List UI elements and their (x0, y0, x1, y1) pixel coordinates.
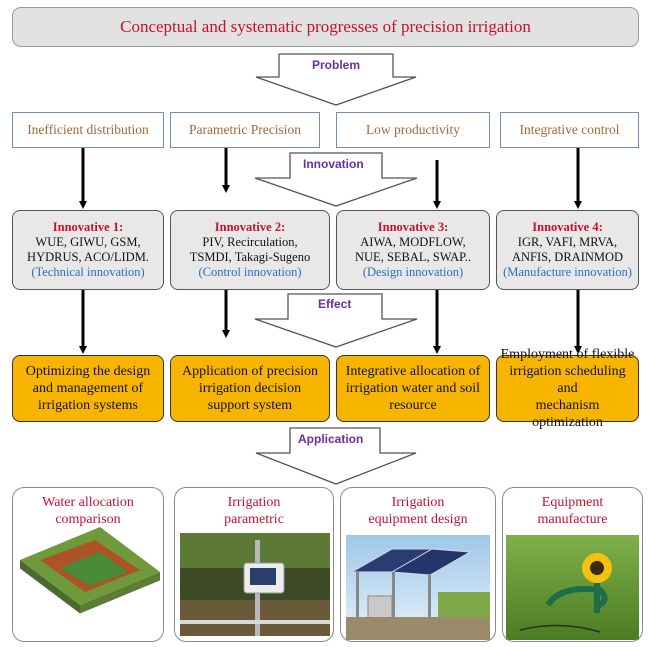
effect-line: Employment of flexible (500, 347, 635, 362)
innovation-box-3: Innovative 3: AIWA, MODFLOW, NUE, SEBAL,… (336, 210, 490, 290)
application-title-line: equipment design (368, 512, 468, 527)
application-arrow (255, 427, 417, 485)
application-label: Application (298, 432, 364, 446)
effect-box-1: Optimizing the design and management of … (12, 355, 164, 422)
innovation-box-2: Innovative 2: PIV, Recirculation, TSMDI,… (170, 210, 330, 290)
category-label: Integrative control (519, 122, 620, 137)
innovation-type: (Control innovation) (198, 265, 302, 279)
effect-line: irrigation scheduling and (509, 364, 626, 396)
innovation-label: Innovation (303, 157, 364, 171)
effect-arrow (254, 293, 418, 348)
sunflower-photo (506, 535, 639, 640)
innovation-box-4: Innovative 4: IGR, VAFI, MRVA, ANFIS, DR… (496, 210, 639, 290)
application-title-line: Equipment (541, 495, 604, 510)
innovation-type: (Technical innovation) (31, 265, 145, 279)
innovation-type: (Manufacture innovation) (503, 265, 632, 279)
innovation-methods-line: NUE, SEBAL, SWAP.. (355, 250, 471, 264)
application-title-line: Irrigation (391, 495, 445, 510)
innovation-methods-line: IGR, VAFI, MRVA, (517, 235, 618, 249)
solar-panel-photo (346, 535, 490, 640)
innovation-box-1: Innovative 1: WUE, GIWU, GSM, HYDRUS, AC… (12, 210, 164, 290)
effect-line: and management of (32, 381, 144, 396)
application-panel-4: Equipment manufacture (502, 487, 643, 642)
application-title-line: manufacture (537, 512, 608, 527)
category-box-2: Parametric Precision (170, 112, 320, 148)
application-title-line: Irrigation (227, 495, 281, 510)
effect-label: Effect (318, 297, 352, 311)
effect-box-2: Application of precision irrigation deci… (170, 355, 330, 422)
application-panel-2: Irrigation parametric (174, 487, 334, 642)
innovation-methods-line: ANFIS, DRAINMOD (511, 250, 624, 264)
diagram-title-text: Conceptual and systematic progresses of … (120, 17, 531, 36)
innovation-heading: Innovative 2: (214, 220, 286, 234)
application-panel-3: Irrigation equipment design (340, 487, 496, 642)
innovation-arrow (254, 152, 418, 207)
effect-line: support system (207, 398, 293, 413)
effect-line: Integrative allocation of (345, 364, 481, 379)
innovation-methods-line: TSMDI, Takagi-Sugeno (189, 250, 311, 264)
effect-box-3: Integrative allocation of irrigation wat… (336, 355, 490, 422)
category-label: Low productivity (365, 122, 461, 137)
application-title-line: comparison (55, 512, 121, 527)
innovation-methods-line: HYDRUS, ACO/LIDM. (27, 250, 149, 264)
category-box-3: Low productivity (336, 112, 490, 148)
application-title-line: parametric (224, 512, 284, 527)
problem-arrow (255, 53, 417, 106)
application-panel-1: Water allocation comparison (12, 487, 164, 642)
diagram-title: Conceptual and systematic progresses of … (12, 7, 639, 47)
application-title-line: Water allocation (42, 495, 134, 510)
effect-line: Optimizing the design (25, 364, 151, 379)
effect-line: irrigation decision (198, 381, 302, 396)
category-label: Parametric Precision (188, 122, 302, 137)
innovation-methods-line: AIWA, MODFLOW, (360, 235, 466, 249)
effect-line: mechanism optimization (532, 398, 603, 430)
problem-label: Problem (312, 58, 361, 72)
effect-box-4: Employment of flexible irrigation schedu… (496, 347, 639, 430)
innovation-type: (Design innovation) (362, 265, 464, 279)
category-box-1: Inefficient distribution (12, 112, 164, 148)
surface-plot-image (19, 527, 161, 614)
innovation-heading: Innovative 1: (52, 220, 124, 234)
category-label: Inefficient distribution (27, 122, 149, 137)
category-box-4: Integrative control (500, 112, 639, 148)
innovation-heading: Innovative 3: (377, 220, 449, 234)
effect-line: Application of precision (181, 364, 319, 379)
innovation-methods-line: PIV, Recirculation, (202, 235, 298, 249)
effect-line: irrigation systems (38, 398, 138, 413)
effect-line: irrigation water and soil (345, 381, 481, 396)
controller-photo (180, 533, 330, 636)
innovation-methods-line: WUE, GIWU, GSM, (35, 235, 141, 249)
innovation-heading: Innovative 4: (532, 220, 603, 234)
effect-line: resource (389, 398, 437, 413)
